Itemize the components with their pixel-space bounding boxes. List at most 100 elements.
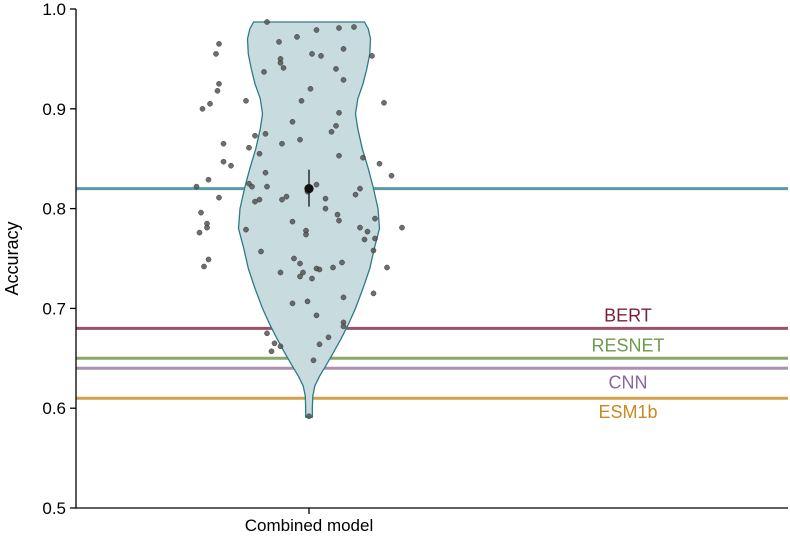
data-point bbox=[261, 69, 267, 75]
data-point bbox=[316, 266, 323, 273]
data-point bbox=[279, 140, 285, 147]
data-point bbox=[364, 228, 371, 235]
reference-lines bbox=[76, 187, 788, 400]
data-point bbox=[256, 150, 263, 157]
data-point bbox=[306, 413, 312, 420]
y-axis-title: Accuracy bbox=[2, 221, 22, 295]
data-point bbox=[298, 98, 305, 104]
data-point bbox=[264, 183, 270, 190]
data-point bbox=[280, 65, 287, 71]
data-point bbox=[381, 100, 387, 106]
data-point bbox=[264, 330, 270, 337]
data-point bbox=[297, 273, 303, 280]
y-tick-label: 0.6 bbox=[42, 399, 66, 418]
reference-line-labels: BERT RESNET CNN ESM1b bbox=[591, 305, 664, 422]
data-point bbox=[277, 269, 284, 276]
data-point bbox=[220, 158, 227, 165]
data-point bbox=[357, 224, 363, 231]
data-point bbox=[289, 218, 296, 225]
data-point bbox=[304, 298, 311, 305]
data-point bbox=[196, 229, 203, 236]
data-point bbox=[216, 194, 222, 201]
data-point bbox=[220, 140, 227, 147]
reference-label-cnn: CNN bbox=[609, 372, 648, 392]
data-point bbox=[279, 196, 285, 203]
data-point bbox=[277, 343, 284, 350]
data-point bbox=[322, 195, 329, 202]
data-point bbox=[262, 130, 269, 137]
data-point bbox=[262, 169, 269, 176]
data-point bbox=[336, 25, 342, 31]
data-point bbox=[243, 98, 249, 104]
data-point bbox=[325, 334, 332, 341]
y-tick-label: 1.0 bbox=[42, 0, 66, 19]
mean-marker bbox=[304, 184, 314, 194]
data-point bbox=[370, 247, 377, 254]
data-point bbox=[322, 205, 329, 212]
data-point bbox=[276, 39, 282, 45]
data-point bbox=[283, 193, 290, 200]
data-point bbox=[336, 217, 342, 224]
data-point bbox=[399, 224, 405, 231]
data-point bbox=[388, 172, 395, 179]
data-point bbox=[201, 263, 207, 270]
data-point bbox=[216, 81, 222, 87]
data-points bbox=[193, 19, 405, 420]
data-point bbox=[268, 348, 275, 355]
data-point bbox=[360, 154, 366, 161]
data-point bbox=[309, 275, 315, 282]
violin bbox=[237, 21, 381, 418]
data-point bbox=[309, 51, 315, 57]
data-point bbox=[339, 259, 345, 266]
data-point bbox=[205, 176, 212, 183]
data-point bbox=[340, 323, 347, 330]
data-point bbox=[300, 269, 306, 276]
data-point bbox=[271, 340, 278, 347]
data-point bbox=[372, 215, 378, 222]
data-point bbox=[369, 53, 375, 59]
data-point bbox=[198, 209, 204, 216]
data-point bbox=[340, 294, 347, 301]
data-point bbox=[204, 224, 210, 231]
data-point bbox=[376, 160, 383, 167]
data-point bbox=[336, 152, 342, 159]
data-point bbox=[340, 46, 347, 52]
data-point bbox=[297, 136, 303, 143]
reference-label-bert: BERT bbox=[604, 305, 652, 325]
data-point bbox=[313, 181, 320, 188]
data-point bbox=[277, 60, 284, 66]
data-point bbox=[361, 236, 368, 243]
data-point bbox=[291, 255, 297, 262]
reference-label-resnet: RESNET bbox=[591, 335, 664, 355]
y-tick-label: 0.5 bbox=[42, 499, 66, 518]
data-point bbox=[246, 144, 252, 151]
data-point bbox=[297, 260, 303, 267]
data-point bbox=[307, 86, 314, 92]
data-point bbox=[214, 88, 221, 94]
data-point bbox=[336, 110, 342, 116]
data-point bbox=[384, 264, 390, 271]
data-point bbox=[294, 34, 300, 40]
data-point bbox=[334, 211, 341, 218]
data-point bbox=[193, 183, 200, 190]
data-point bbox=[243, 226, 249, 233]
data-point bbox=[228, 162, 234, 169]
data-point bbox=[328, 128, 335, 135]
data-point bbox=[330, 264, 336, 271]
data-point bbox=[333, 123, 339, 129]
data-point bbox=[205, 256, 212, 263]
data-point bbox=[258, 248, 264, 255]
data-point bbox=[318, 53, 324, 59]
data-point bbox=[289, 300, 296, 307]
data-point bbox=[313, 27, 320, 33]
data-point bbox=[357, 185, 363, 192]
data-point bbox=[310, 357, 317, 364]
data-point bbox=[340, 77, 347, 83]
mean-marker-group bbox=[304, 169, 314, 207]
reference-label-esm1b: ESM1b bbox=[598, 402, 657, 422]
data-point bbox=[313, 312, 320, 319]
data-point bbox=[303, 231, 309, 238]
data-point bbox=[207, 101, 213, 107]
data-point bbox=[216, 41, 222, 47]
